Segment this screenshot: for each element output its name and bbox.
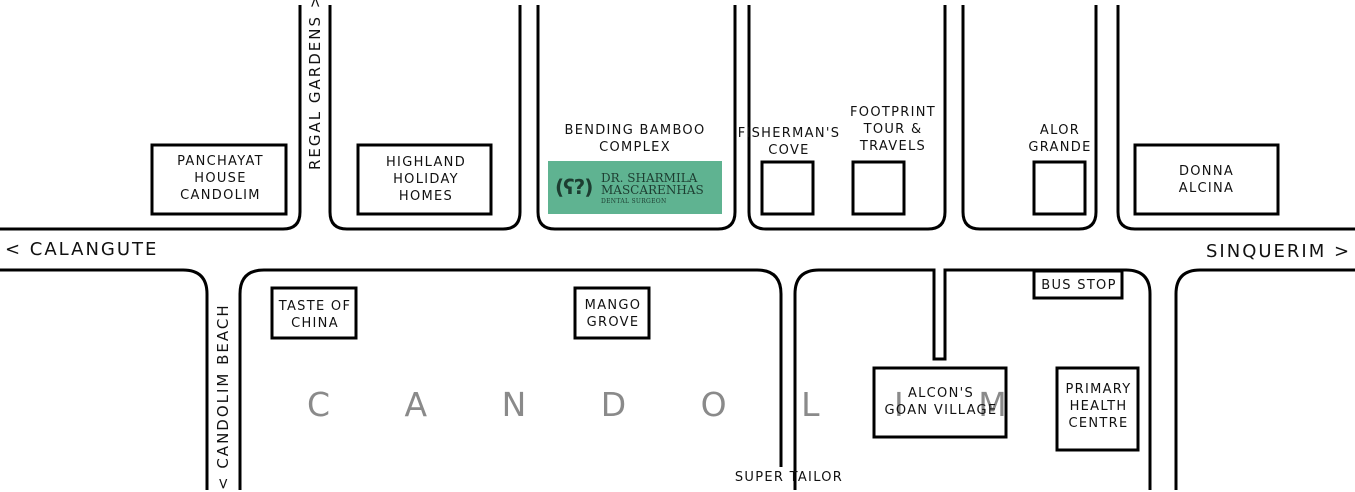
label-fishermans-cove: FISHERMAN'S COVE <box>737 125 841 159</box>
label-line: GRANDE <box>1028 140 1092 155</box>
panchayat-house-box <box>150 143 288 216</box>
label-line: HOLIDAY <box>393 172 459 187</box>
label-line: COVE <box>768 143 810 158</box>
label-line: HEALTH <box>1069 399 1128 414</box>
label-panchayat-house: PANCHAYAT HOUSE CANDOLIM <box>152 153 289 204</box>
label-line: ALCINA <box>1178 181 1235 196</box>
road-label-candolim-beach: < CANDOLIM BEACH <box>214 303 232 490</box>
highland-holiday-box <box>356 143 493 216</box>
label-line: FISHERMAN'S <box>737 126 841 141</box>
label-line: COMPLEX <box>599 140 671 155</box>
fishermans-cove-box <box>760 160 815 216</box>
label-line: GOAN VILLAGE <box>884 403 998 418</box>
label-mango-grove: MANGO GROVE <box>575 297 651 331</box>
label-super-tailor: SUPER TAILOR <box>734 470 844 485</box>
primary-health-centre-box <box>1055 366 1140 452</box>
clinic-name-line1: DR. SHARMILA <box>601 171 698 185</box>
road-edge-south-candolim <box>238 268 783 490</box>
label-primary-health-centre: PRIMARY HEALTH CENTRE <box>1057 381 1140 432</box>
mango-grove-box <box>573 286 651 340</box>
label-alor-grande: ALOR GRANDE <box>1015 122 1105 156</box>
label-line: HOUSE <box>194 171 247 186</box>
road-label-sinquerim: SINQUERIM > <box>1206 241 1352 262</box>
label-footprint-tour-travels: FOOTPRINT TOUR & TRAVELS <box>842 104 944 155</box>
label-line: CANDOLIM <box>180 188 261 203</box>
label-line: FOOTPRINT <box>850 105 936 120</box>
clinic-name-line2: MASCARENHAS <box>601 183 704 197</box>
clinic-subtitle: DENTAL SURGEON <box>601 198 667 205</box>
footprint-travels-box <box>851 160 906 216</box>
label-line: DONNA <box>1178 164 1235 179</box>
label-line: TRAVELS <box>859 139 927 154</box>
label-line: TASTE OF <box>278 299 352 314</box>
road-label-regal-gardens: REGAL GARDENS > <box>306 0 324 170</box>
donna-alcina-box <box>1133 143 1280 216</box>
clinic-marker[interactable]: (ʕ?) DR. SHARMILA MASCARENHAS DENTAL SUR… <box>548 161 722 214</box>
road-edge-south-west <box>0 268 209 490</box>
alor-grande-box <box>1032 160 1087 216</box>
road-edge-south-east <box>1174 268 1355 490</box>
road-edge-north-block-highland <box>328 5 522 231</box>
label-line: ALCON'S <box>907 386 975 401</box>
label-line: GROVE <box>586 315 640 330</box>
alcons-goan-village-box <box>872 366 1008 439</box>
label-line: HOMES <box>398 189 454 204</box>
taste-of-china-box <box>270 286 358 340</box>
label-line: PANCHAYAT <box>177 154 264 169</box>
road-edge-north-block-alor <box>961 5 1098 231</box>
label-line: TOUR & <box>863 122 923 137</box>
label-alcons-goan-village: ALCON'S GOAN VILLAGE <box>874 385 1008 419</box>
tooth-icon: (ʕ?) <box>555 175 593 199</box>
label-line: HIGHLAND <box>385 155 467 170</box>
label-taste-of-china: TASTE OF CHINA <box>272 298 358 332</box>
road-edge-north-east <box>1116 5 1355 231</box>
label-line: BENDING BAMBOO <box>564 123 706 138</box>
label-line: CHINA <box>291 316 339 331</box>
label-bending-bamboo-complex: BENDING BAMBOO COMPLEX <box>548 122 722 156</box>
label-line: MANGO <box>584 298 642 313</box>
road-label-calangute: < CALANGUTE <box>5 239 159 260</box>
label-bus-stop: BUS STOP <box>1041 278 1117 293</box>
bus-stop-box <box>1032 269 1124 300</box>
road-edge-north-block-bamboo <box>536 5 737 231</box>
road-edge-north-west <box>0 5 302 231</box>
road-edge-north-block-fisherman <box>747 5 947 231</box>
label-donna-alcina: DONNA ALCINA <box>1135 163 1278 197</box>
area-name-candolim: C A N D O L I M <box>307 385 1039 424</box>
label-line: CENTRE <box>1068 416 1129 431</box>
label-line: PRIMARY <box>1065 382 1132 397</box>
label-line: ALOR <box>1039 123 1081 138</box>
road-edge-south-alcons <box>793 268 1152 490</box>
label-highland-holiday-homes: HIGHLAND HOLIDAY HOMES <box>358 154 494 205</box>
